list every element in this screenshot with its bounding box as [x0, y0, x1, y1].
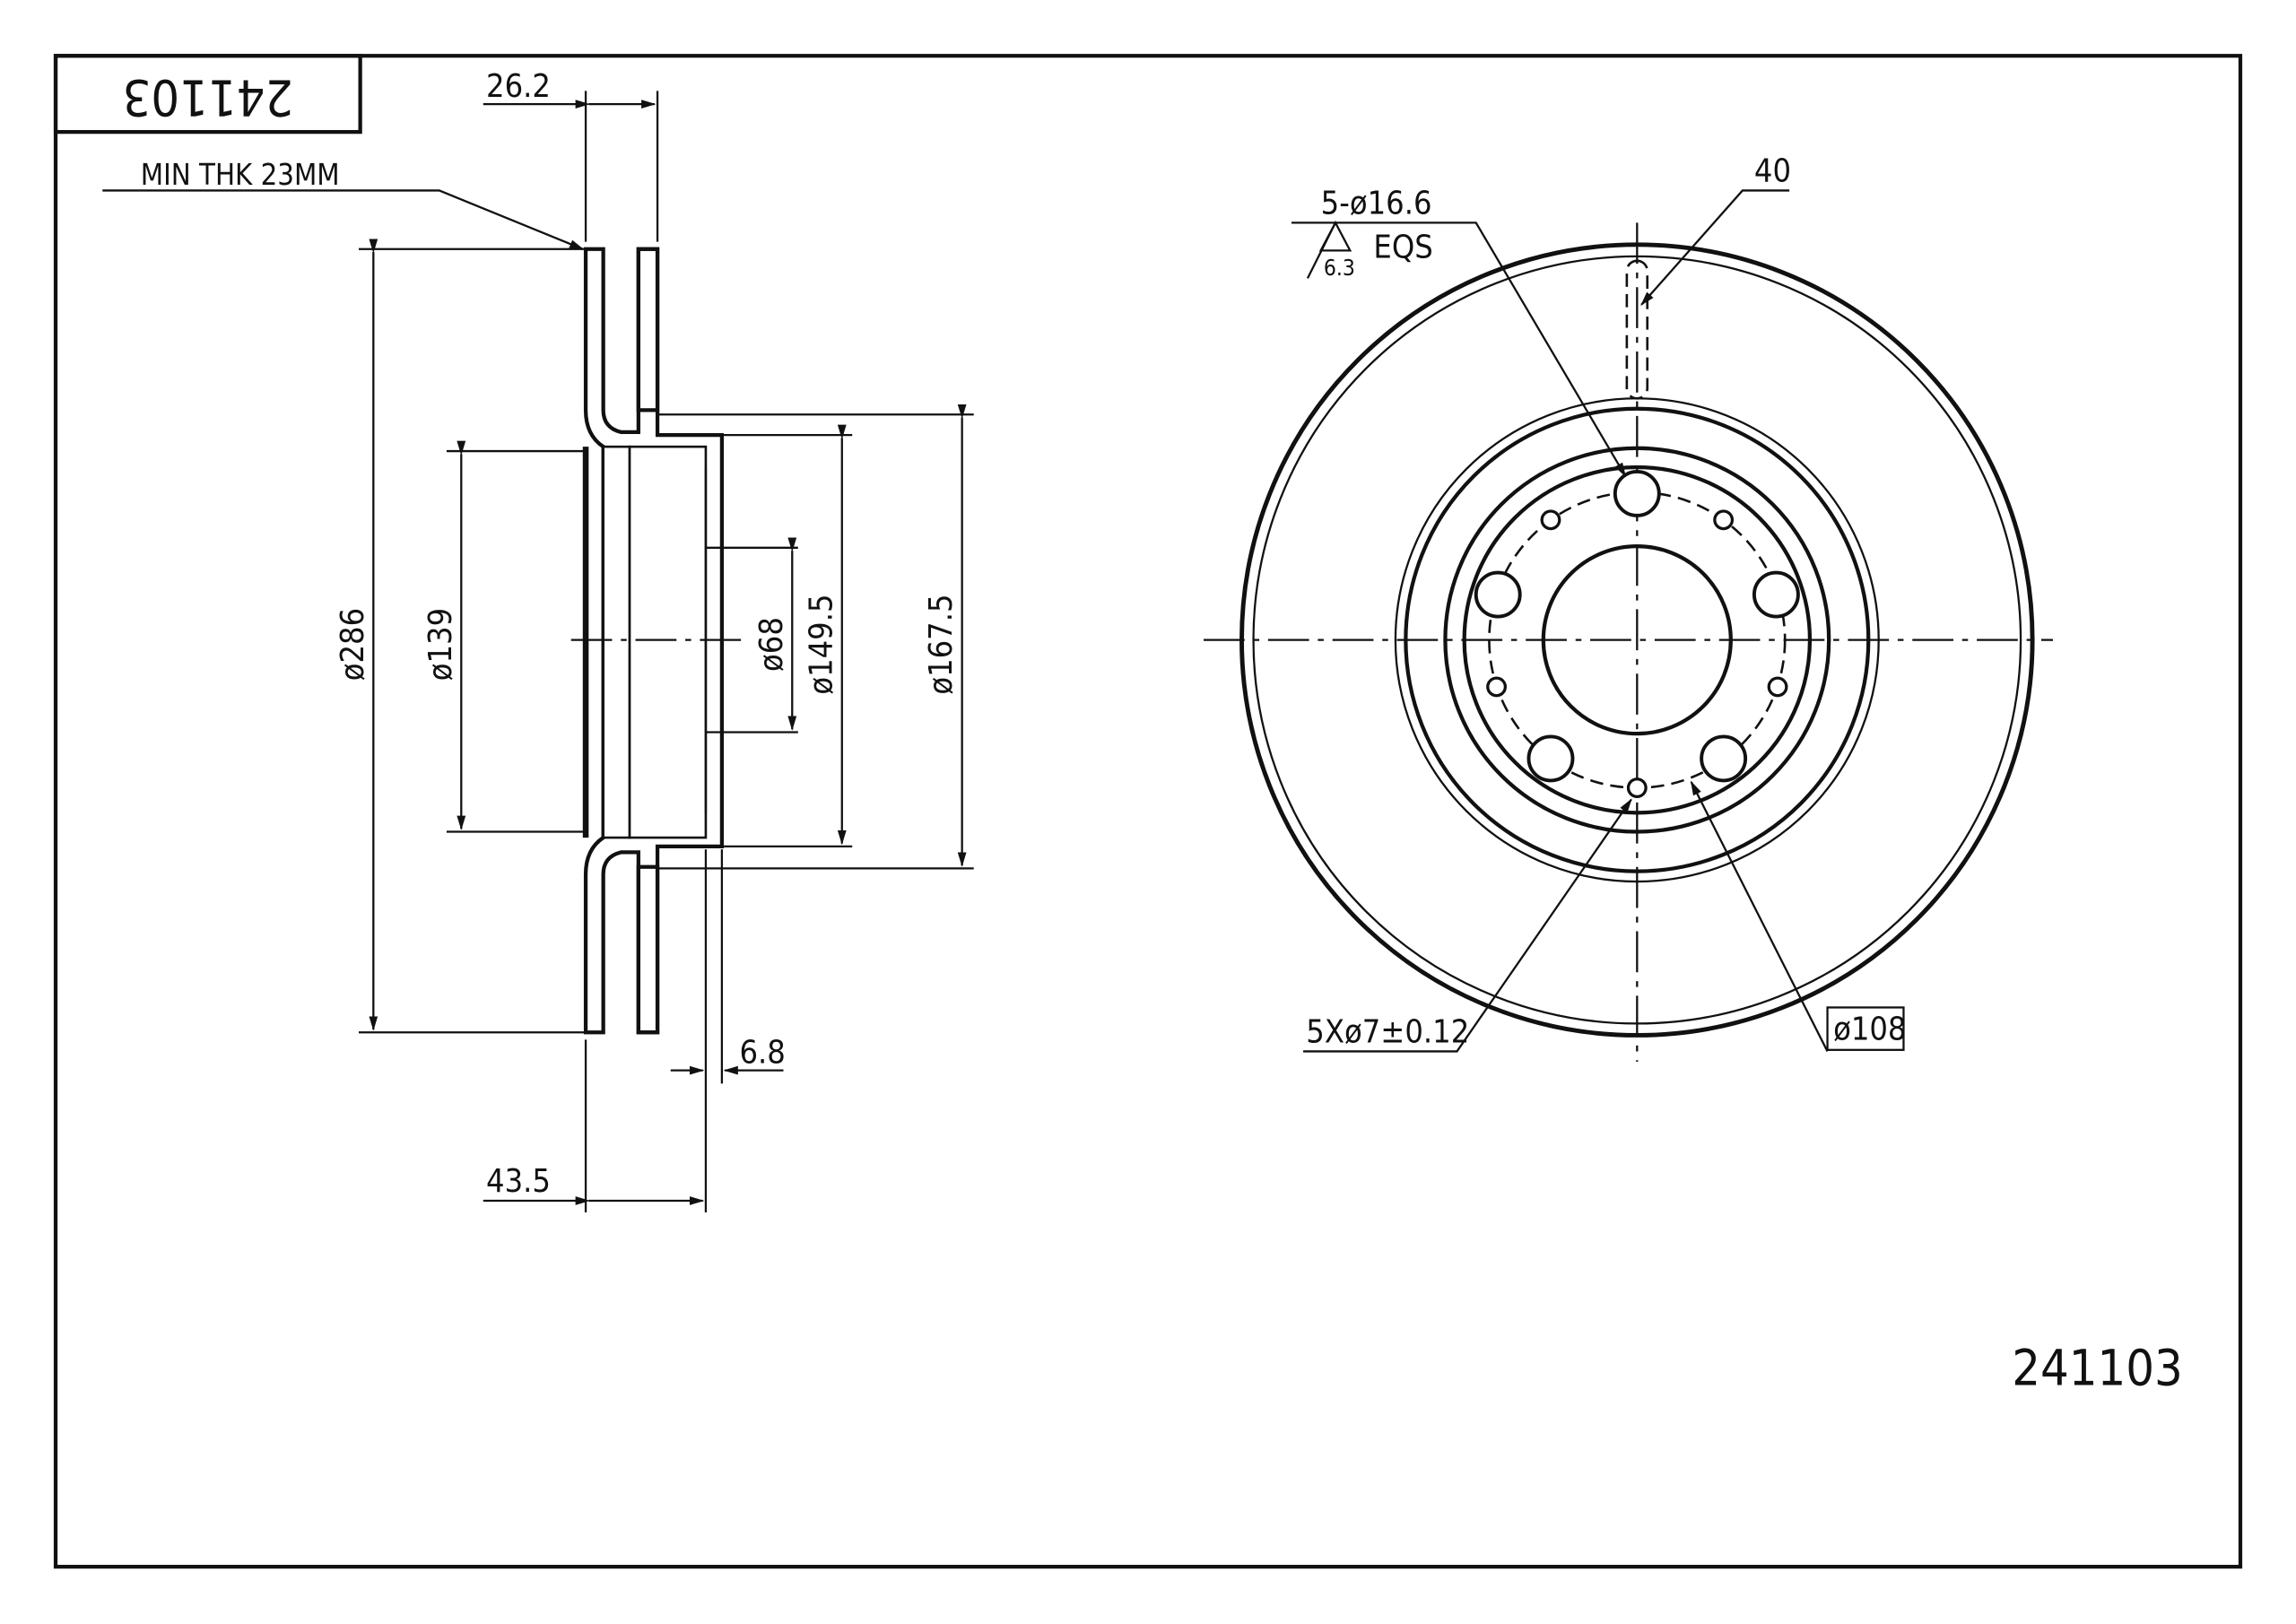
roughness-value: 6.3	[1324, 255, 1355, 281]
front-view: 5-ø16.6 6.3 EQS 40 5Xø7±0.12 ø108	[1204, 153, 2053, 1062]
hat-outer-diameter-dim: ø167.5	[923, 594, 960, 694]
min-thickness-note: MIN THK 23MM	[141, 158, 340, 192]
bolt-circle-box	[1826, 1006, 1905, 1051]
hat-thickness-dim: 6.8	[739, 1035, 785, 1072]
thickness-dim: 26.2	[486, 68, 551, 105]
center-bore-dim: ø68	[753, 617, 790, 672]
roughness-note: EQS	[1373, 230, 1432, 266]
drawing-frame	[53, 54, 2243, 1569]
title-box	[53, 54, 362, 135]
part-number: 241103	[2012, 1340, 2183, 1398]
mirrored-part-number: 241103	[123, 68, 294, 126]
outer-diameter-dim: ø286	[335, 608, 371, 681]
side-section-view: 26.2 MIN THK 23MM ø286 ø139 ø68 ø149.5 ø…	[102, 68, 974, 1213]
vent-dim: 40	[1754, 153, 1791, 190]
small-holes-dim: 5Xø7±0.12	[1306, 1014, 1469, 1051]
bolt-holes-dim: 5-ø16.6	[1321, 186, 1432, 222]
bolt-circle-dim: ø108	[1833, 1011, 1906, 1047]
total-height-dim: 43.5	[486, 1163, 551, 1200]
hat-inner-diameter-dim: ø139	[422, 608, 459, 681]
hat-diameter-dim: ø149.5	[803, 594, 839, 694]
